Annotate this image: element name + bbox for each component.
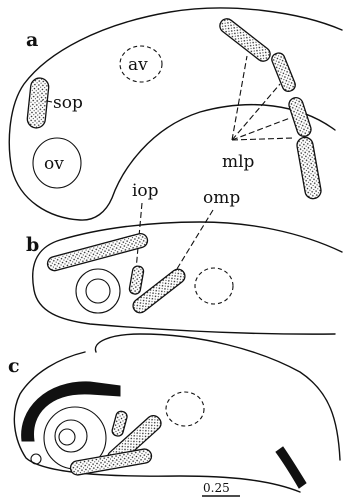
mlp-placode-2 [270, 51, 297, 93]
label-omp: omp [203, 188, 240, 208]
panel-b-head-outline [33, 222, 342, 334]
mlp-placode-4 [296, 136, 323, 200]
panel-a-label: a [26, 29, 38, 51]
panel-c-small-placode [111, 410, 128, 437]
panel-c-small-circle [31, 454, 41, 464]
leader-omp [172, 210, 213, 277]
panel-b-auditory-vesicle [195, 268, 233, 304]
label-mlp: mlp [222, 152, 255, 172]
panel-b: iop omp b [26, 181, 342, 334]
label-ov: ov [44, 154, 64, 174]
panel-c: c 0.25 [8, 334, 340, 496]
mlp-placode-1 [217, 16, 273, 64]
panel-b-eye-inner [86, 279, 110, 303]
panel-b-superior-placode [46, 232, 149, 272]
panel-c-auditory-vesicle [166, 392, 204, 426]
panel-b-eye-outer [76, 269, 120, 313]
inferior-ophthalmic-placode [129, 265, 145, 294]
panel-c-label: c [8, 355, 20, 377]
panel-a: a av ov sop mlp [9, 8, 342, 220]
panel-c-right-solid-band [276, 447, 306, 488]
label-sop: sop [53, 93, 83, 113]
label-av: av [128, 55, 148, 75]
scale-bar: 0.25 [202, 481, 240, 496]
label-iop: iop [132, 181, 159, 201]
superior-ophthalmic-placode [26, 77, 49, 129]
mlp-placode-3 [287, 96, 313, 138]
panel-c-eye-inner [59, 429, 75, 445]
panel-b-label: b [26, 234, 39, 256]
scale-bar-label: 0.25 [203, 481, 230, 495]
panel-c-eye-middle [55, 420, 87, 452]
